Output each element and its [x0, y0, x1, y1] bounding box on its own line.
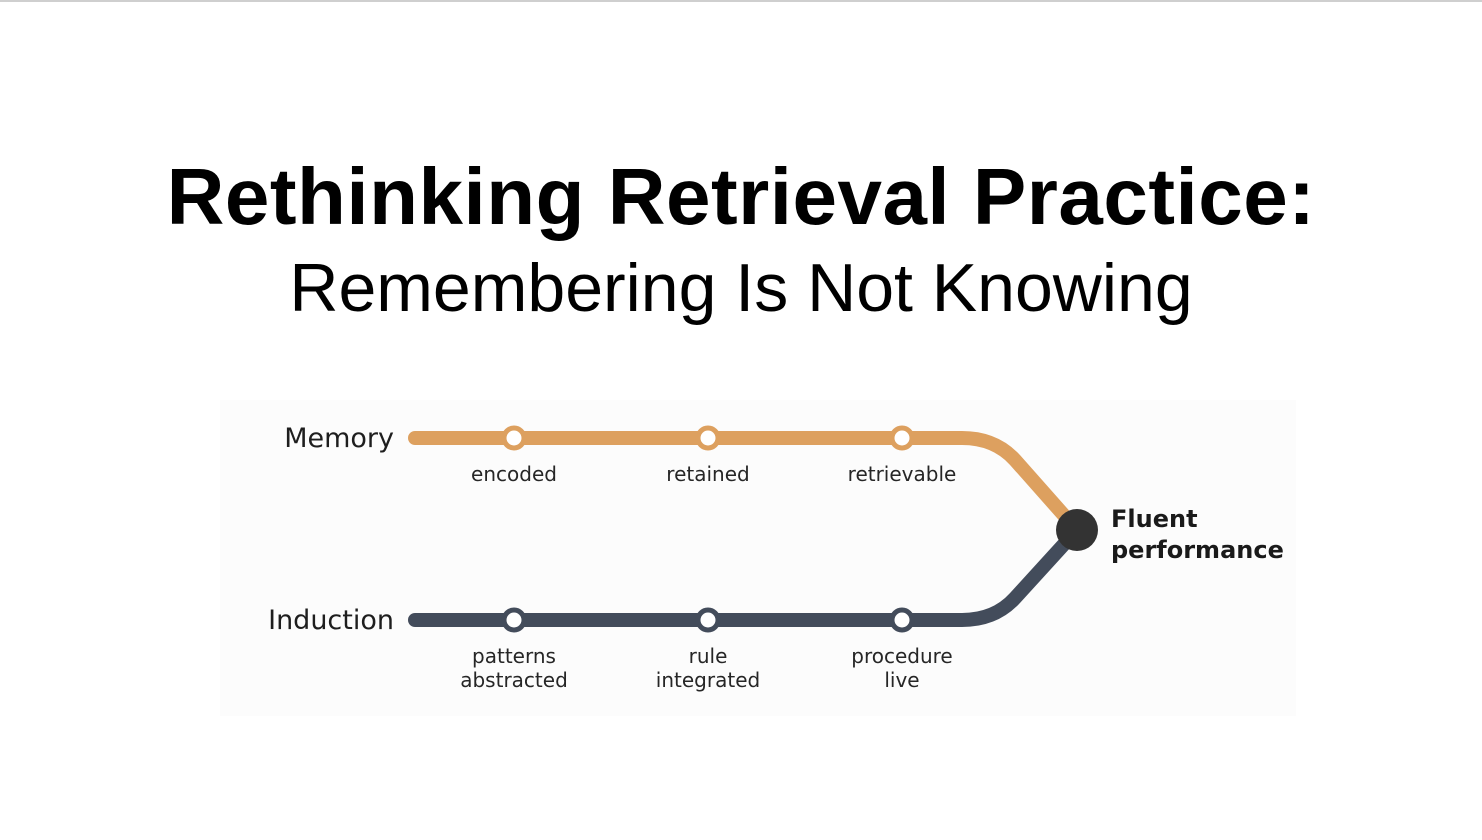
memory-stop-retained — [695, 425, 721, 451]
diagram-panel — [220, 400, 1296, 716]
induction-stop-patterns-abstracted — [501, 607, 527, 633]
top-border-rule — [0, 0, 1482, 2]
induction-stop-label: live — [884, 668, 919, 692]
induction-stop-procedure-live — [889, 607, 915, 633]
induction-stop-label: integrated — [656, 668, 760, 692]
induction-stop-rule-integrated — [695, 607, 721, 633]
fluent-performance-terminal — [1056, 509, 1098, 551]
memory-stop-label: retained — [666, 462, 749, 486]
slide-subtitle: Remembering Is Not Knowing — [289, 250, 1193, 326]
memory-stop-label: encoded — [471, 462, 557, 486]
memory-stop-label: retrievable — [848, 462, 957, 486]
terminal-label: performance — [1111, 536, 1284, 564]
terminal-label: Fluent — [1111, 505, 1198, 533]
induction-stop-label: abstracted — [460, 668, 568, 692]
memory-track-label: Memory — [284, 423, 394, 454]
memory-stop-retrievable — [889, 425, 915, 451]
induction-track-line — [408, 523, 1084, 627]
memory-stop-encoded — [501, 425, 527, 451]
induction-stop-label: rule — [689, 644, 728, 668]
slide-title: Rethinking Retrieval Practice: — [166, 152, 1316, 241]
induction-track-label: Induction — [268, 605, 394, 636]
memory-track-line — [408, 431, 1084, 537]
induction-stop-label: procedure — [851, 644, 952, 668]
induction-stop-label: patterns — [472, 644, 556, 668]
